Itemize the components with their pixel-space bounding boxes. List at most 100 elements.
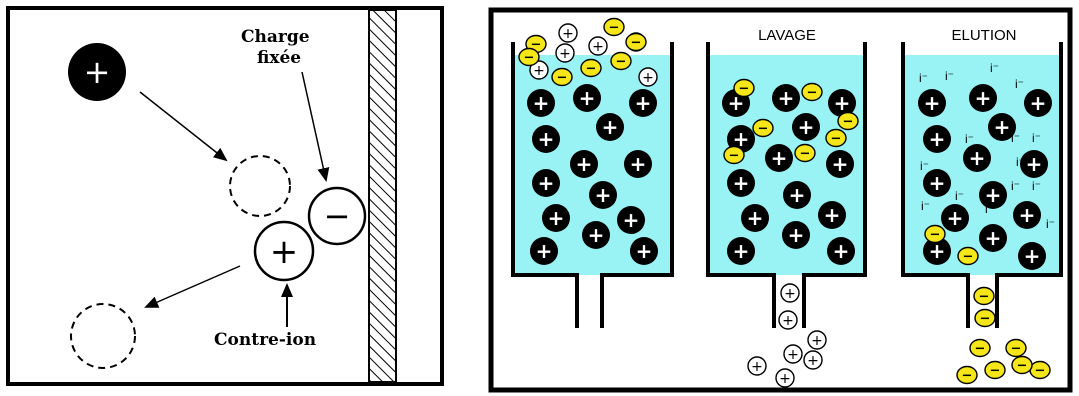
small-plus-sign: + <box>782 313 794 329</box>
resin-bead: + <box>582 221 610 249</box>
iodide-label: i⁻ <box>919 71 928 85</box>
resin-bead: + <box>923 237 951 265</box>
anion-minus-sign: − <box>586 62 597 77</box>
counter-ion-label: Contre-ion <box>214 330 316 350</box>
anion-minus-sign: − <box>963 250 974 265</box>
iodide-labels: i⁻i⁻i⁻i⁻i⁻i⁻i⁻i⁻i⁻i⁻i⁻i⁻i⁻i⁻i⁻ <box>919 61 1055 231</box>
arrow-to-fixed-charge <box>301 71 330 182</box>
anion-minus-sign: − <box>758 122 769 137</box>
iodide-label: i⁻ <box>990 61 999 75</box>
bead-plus-sign: + <box>985 183 1002 207</box>
resin-bead: + <box>963 144 991 172</box>
anion: − <box>610 51 632 71</box>
free-cation-small: + <box>783 344 803 364</box>
small-plus-sign: + <box>533 63 545 79</box>
anion-minus-sign: − <box>1035 364 1046 379</box>
fixed-charge-minus-sign: − <box>324 197 351 235</box>
free-cation-small: + <box>780 283 800 303</box>
iodide-label: i⁻ <box>1016 155 1025 169</box>
bead-plus-sign: + <box>1019 203 1036 227</box>
anion-minus-sign: − <box>800 147 811 162</box>
anion: − <box>752 118 774 138</box>
free-cation-small: + <box>588 36 608 56</box>
anion: − <box>723 145 745 165</box>
anion: − <box>551 67 573 87</box>
iodide-label: i⁻ <box>921 199 930 213</box>
anion-minus-sign: − <box>616 55 627 70</box>
anion: − <box>580 58 602 78</box>
bead-plus-sign: + <box>733 239 750 263</box>
small-plus-sign: + <box>592 39 604 55</box>
bead-plus-sign: + <box>733 171 750 195</box>
resin-bead: + <box>532 169 560 197</box>
resin-bead: + <box>596 113 624 141</box>
bead-plus-sign: + <box>985 226 1002 250</box>
resin-bead: + <box>818 201 846 229</box>
bead-plus-sign: + <box>929 171 946 195</box>
resin-bead: + <box>765 144 793 172</box>
bead-plus-sign: + <box>630 152 647 176</box>
resin-bead: + <box>782 221 810 249</box>
bead-plus-sign: + <box>536 239 553 263</box>
anion: − <box>837 111 859 131</box>
bead-plus-sign: + <box>588 223 605 247</box>
resin-bead: + <box>1018 242 1046 270</box>
column-elution-title: ELUTION <box>951 27 1016 44</box>
fixed-charge-label-line2: fixée <box>257 48 301 68</box>
anion: − <box>733 78 755 98</box>
resin-bead: + <box>741 204 769 232</box>
bead-plus-sign: + <box>778 86 795 110</box>
anion-minus-sign: − <box>975 342 986 357</box>
anion: − <box>1005 338 1027 358</box>
bead-plus-sign: + <box>747 206 764 230</box>
bead-plus-sign: + <box>834 91 851 115</box>
counter-ion: + <box>253 220 315 282</box>
bead-plus-sign: + <box>1026 152 1043 176</box>
anion: − <box>973 286 995 306</box>
resin-bead: + <box>988 113 1016 141</box>
anion-minus-sign: − <box>930 228 941 243</box>
resin-bead: + <box>727 169 755 197</box>
bead-plus-sign: + <box>789 183 806 207</box>
resin-bead: + <box>727 237 755 265</box>
resin-bead: + <box>918 89 946 117</box>
free-cation-small: + <box>638 67 658 87</box>
resin-bead: + <box>530 237 558 265</box>
column-elution-wall <box>901 42 1063 328</box>
counter-ion-plus-sign: + <box>270 232 299 272</box>
resin-bead: + <box>630 237 658 265</box>
iodide-label: i⁻ <box>1015 77 1024 91</box>
column-loading-wall <box>511 42 674 328</box>
resin-bead: + <box>542 204 570 232</box>
bead-plus-sign: + <box>788 223 805 247</box>
bead-plus-sign: + <box>636 239 653 263</box>
iodide-label: i⁻ <box>945 69 954 83</box>
small-plus-sign: + <box>779 371 791 387</box>
anion: − <box>518 47 540 67</box>
bead-plus-sign: + <box>929 127 946 151</box>
resin-bead: + <box>527 89 555 117</box>
bead-plus-sign: + <box>947 206 964 230</box>
anion: − <box>1029 360 1051 380</box>
cation-path-ghost-upper <box>229 155 291 217</box>
anion-minus-sign: − <box>524 51 535 66</box>
anion: − <box>956 365 978 385</box>
bead-plus-sign: + <box>994 115 1011 139</box>
right-panel: LAVAGE ELUTION +++++++++++++++++++++++++… <box>488 7 1073 393</box>
anion-minus-sign: − <box>557 71 568 86</box>
resin-bead: + <box>1024 89 1052 117</box>
bead-plus-sign: + <box>538 171 555 195</box>
small-plus-sign: + <box>787 347 799 363</box>
anion-minus-sign: − <box>631 36 642 51</box>
anion: − <box>974 308 996 328</box>
resin-bead: + <box>573 84 601 112</box>
anion-minus-sign: − <box>1011 342 1022 357</box>
bead-plus-sign: + <box>533 91 550 115</box>
free-cation-small: + <box>747 356 767 376</box>
iodide-label: i⁻ <box>1032 179 1041 193</box>
resin-bead: + <box>792 113 820 141</box>
small-plus-sign: + <box>642 70 654 86</box>
column-loading-outlet <box>579 275 600 330</box>
bead-plus-sign: + <box>733 127 750 151</box>
bead-plus-sign: + <box>728 91 745 115</box>
